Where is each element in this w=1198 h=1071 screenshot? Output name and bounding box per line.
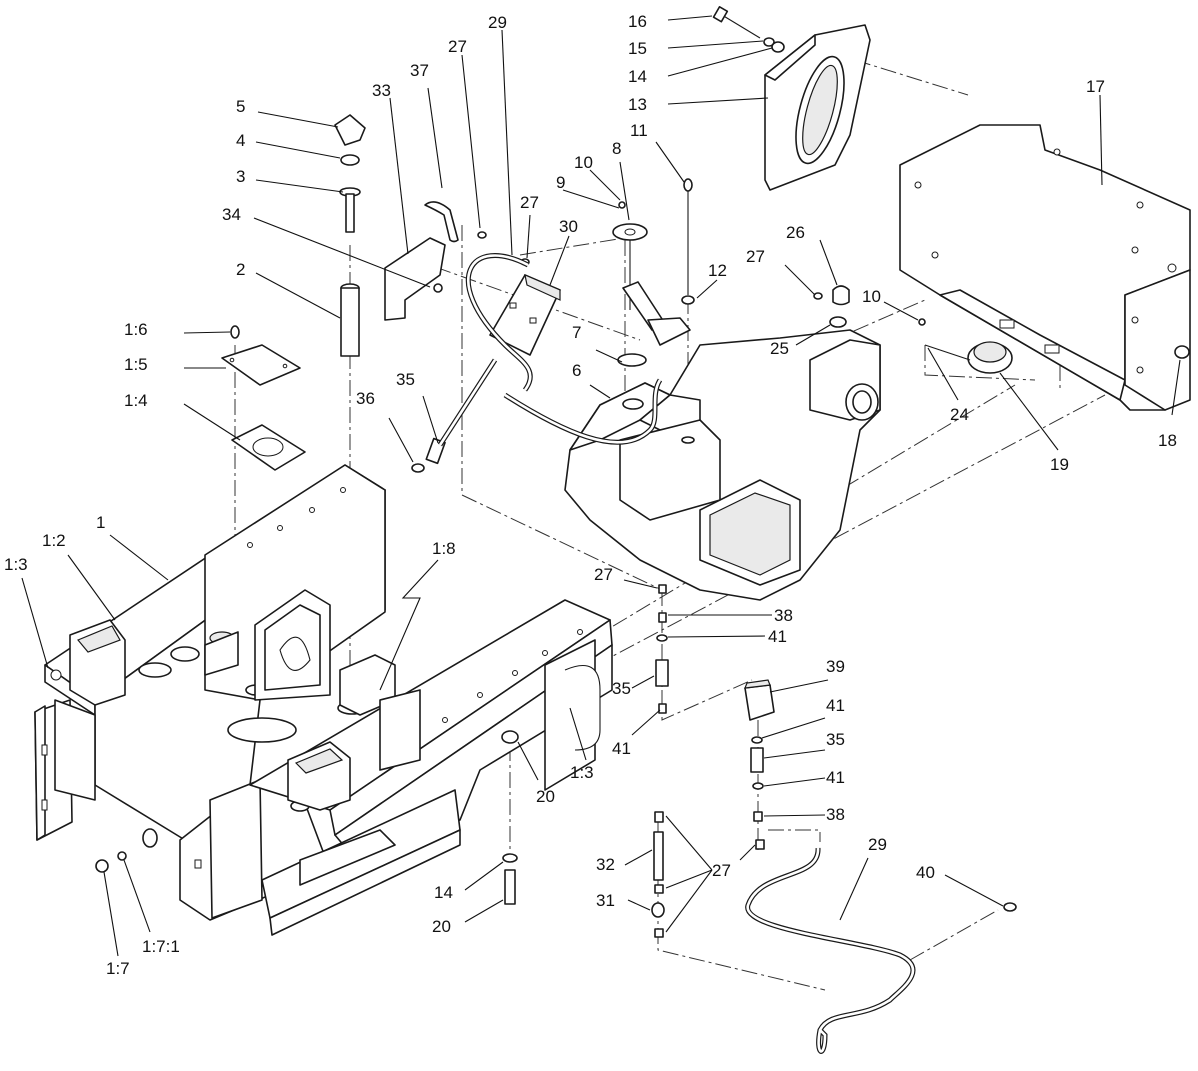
tank-bracket: [899, 124, 1191, 411]
callout-13: 13: [628, 95, 647, 114]
callout-27: 27: [520, 193, 539, 212]
callout-18: 18: [1158, 431, 1177, 450]
callout-38: 38: [826, 805, 845, 824]
callout-1-3: 1:3: [570, 763, 594, 782]
callout-30: 30: [559, 217, 578, 236]
callout-26: 26: [786, 223, 805, 242]
callout-33: 33: [372, 81, 391, 100]
callout-36: 36: [356, 389, 375, 408]
callout-39: 39: [826, 657, 845, 676]
callout-1-2: 1:2: [42, 531, 66, 550]
counterweight: [764, 24, 871, 191]
filler-assembly: [334, 114, 366, 357]
callout-40: 40: [916, 863, 935, 882]
callout-12: 12: [708, 261, 727, 280]
inline-fuel-parts: [95, 584, 1017, 938]
callout-10: 10: [574, 153, 593, 172]
callout-1-5: 1:5: [124, 355, 148, 374]
callout-27: 27: [594, 565, 613, 584]
callout-35: 35: [826, 730, 845, 749]
callout-7: 7: [572, 323, 581, 342]
callout-31: 31: [596, 891, 615, 910]
callout-9: 9: [556, 173, 565, 192]
callout-2: 2: [236, 260, 245, 279]
callout-leaders: [21, 15, 1181, 957]
gasket-cover-plate: [221, 325, 306, 471]
callout-1-3: 1:3: [4, 555, 28, 574]
fuel-sender: [612, 178, 695, 367]
callout-1-4: 1:4: [124, 391, 148, 410]
callout-41: 41: [826, 768, 845, 787]
callout-41: 41: [826, 696, 845, 715]
bolt-and-washers-top: [712, 6, 785, 53]
callout-1-7: 1:7: [106, 959, 130, 978]
callout-20: 20: [432, 917, 451, 936]
callout-29: 29: [488, 13, 507, 32]
callout-38: 38: [774, 606, 793, 625]
fuel-hoses: [437, 253, 916, 1054]
callout-1: 1: [96, 513, 105, 532]
callout-27: 27: [712, 861, 731, 880]
callout-41: 41: [768, 627, 787, 646]
callout-29: 29: [868, 835, 887, 854]
callout-4: 4: [236, 131, 245, 150]
callout-1-8: 1:8: [432, 539, 456, 558]
fuel-pump: [489, 273, 561, 356]
callout-15: 15: [628, 39, 647, 58]
callout-16: 16: [628, 12, 647, 31]
callout-34: 34: [222, 205, 241, 224]
callout-14: 14: [628, 67, 647, 86]
main-frame: [34, 464, 613, 936]
callout-3: 3: [236, 167, 245, 186]
callout-20: 20: [536, 787, 555, 806]
callout-6: 6: [572, 361, 581, 380]
callout-35: 35: [396, 370, 415, 389]
callout-8: 8: [612, 139, 621, 158]
callout-24: 24: [950, 405, 969, 424]
callout-35: 35: [612, 679, 631, 698]
pump-bracket: [384, 201, 459, 321]
callout-5: 5: [236, 97, 245, 116]
callout-32: 32: [596, 855, 615, 874]
callout-11: 11: [630, 121, 648, 140]
callout-1-6: 1:6: [124, 320, 148, 339]
callout-10: 10: [862, 287, 881, 306]
callout-27: 27: [746, 247, 765, 266]
callout-25: 25: [770, 339, 789, 358]
fuel-tank: [564, 329, 881, 601]
callout-14: 14: [434, 883, 453, 902]
callout-27: 27: [448, 37, 467, 56]
callout-1-7-1: 1:7:1: [142, 937, 180, 956]
callout-labels: 16 15 14 13 29 27 37 33 5 4 3 34 2 27 30…: [4, 12, 1177, 978]
callout-41: 41: [612, 739, 631, 758]
fuel-cap: [829, 285, 1190, 374]
callout-37: 37: [410, 61, 429, 80]
callout-19: 19: [1050, 455, 1069, 474]
callout-17: 17: [1086, 77, 1105, 96]
